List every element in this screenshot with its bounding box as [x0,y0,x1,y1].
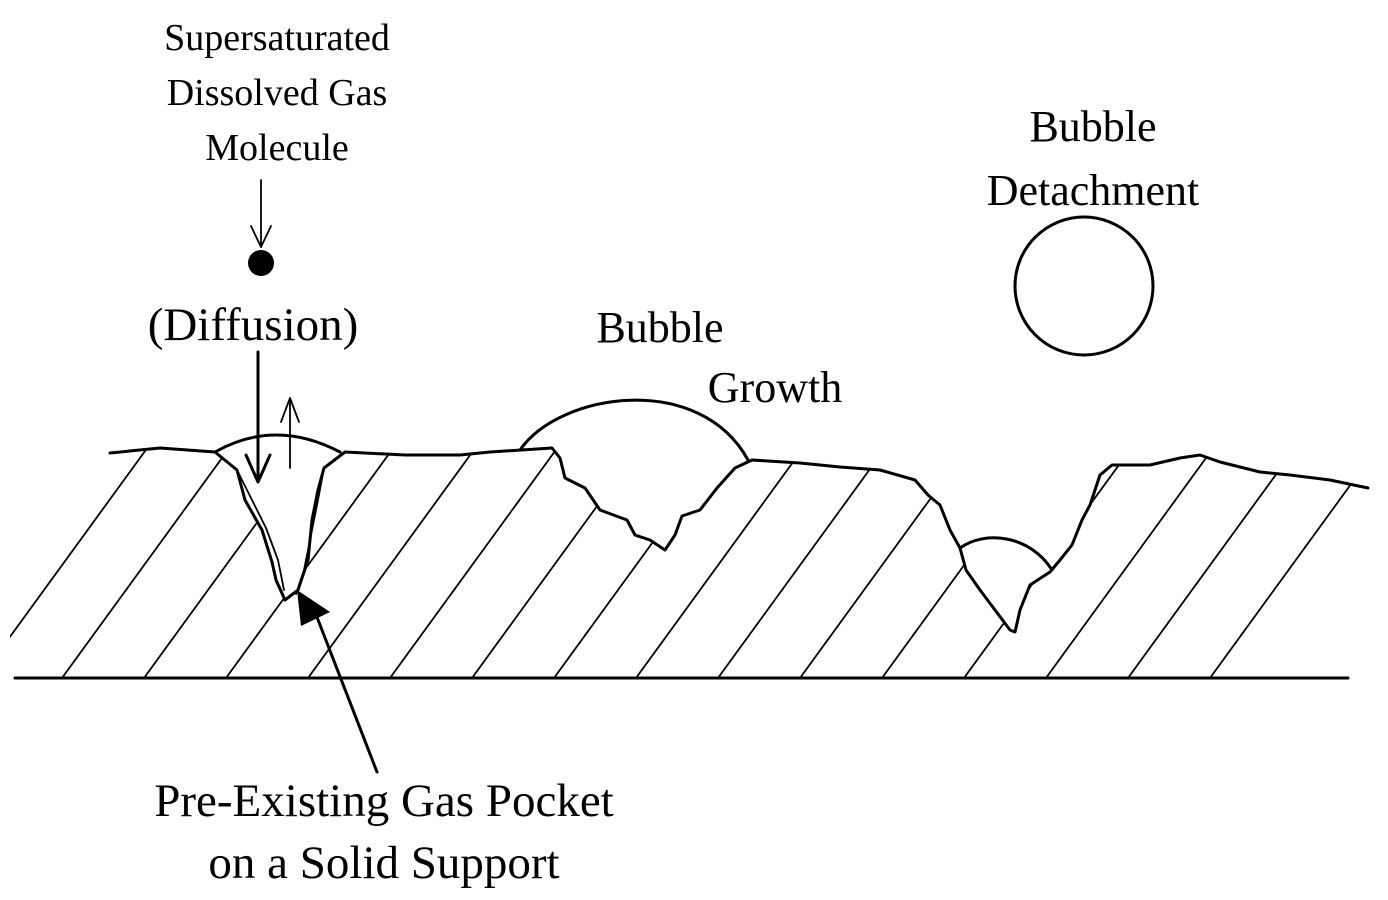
label-bubble-growth-line1: Bubble [596,303,723,352]
hatch-line [307,448,549,678]
gas-pocket-wall [295,467,325,595]
label-supersaturated-line1: Supersaturated [164,17,390,59]
hatch-line [61,448,303,678]
pocket-pointer-arrow-head [297,590,330,626]
label-bubble-detachment-line1: Bubble [1029,102,1156,151]
hatch-line [799,448,1041,678]
gas-pocket-dome [213,433,342,454]
growing-bubble [518,398,750,462]
hatch-line [471,448,713,678]
hatch-line [389,448,631,678]
gas-molecule [248,250,274,276]
pit-bubble [958,536,1054,572]
label-supersaturated-line3: Molecule [205,127,349,169]
pocket-pointer-arrow [313,610,379,774]
hatch-line [1045,448,1287,678]
label-supersaturated-line2: Dissolved Gas [167,72,388,114]
diffusion-arrow-head [244,453,272,484]
hatch-line [1127,448,1368,678]
gas-pocket-wall [236,469,285,591]
label-bubble-growth-line2: Growth [708,363,842,412]
escape-arrow-head [280,397,300,423]
hatch-line [963,448,1205,678]
label-gas-pocket-line1: Pre-Existing Gas Pocket [154,775,614,827]
molecule-arrow-head [250,225,272,248]
hatch-line [1209,448,1368,678]
hatch-line [717,448,959,678]
hatch-line [635,448,877,678]
detached-bubble [1013,215,1155,357]
label-diffusion: (Diffusion) [148,299,359,351]
hatch-line [10,448,221,678]
hatch-line [143,448,385,678]
label-bubble-detachment-line2: Detachment [987,166,1200,215]
label-gas-pocket-line2: on a Solid Support [208,837,559,889]
hatch-line [225,448,467,678]
